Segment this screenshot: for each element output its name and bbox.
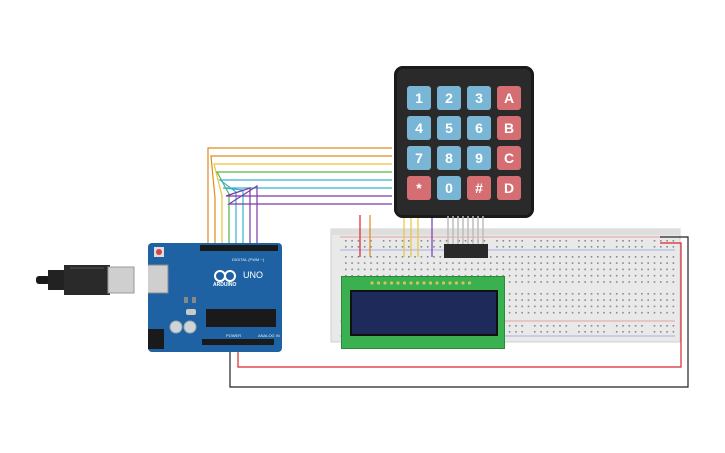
key-b[interactable]: B bbox=[497, 116, 521, 140]
key-star[interactable]: * bbox=[407, 176, 431, 200]
analog-label: ANALOG IN bbox=[258, 333, 280, 338]
key-hash[interactable]: # bbox=[467, 176, 491, 200]
key-1[interactable]: 1 bbox=[407, 86, 431, 110]
usb-cable bbox=[36, 265, 135, 295]
keypad-wire bbox=[218, 179, 392, 248]
keypad-wires bbox=[207, 147, 433, 257]
key-9[interactable]: 9 bbox=[467, 146, 491, 170]
keypad-wire bbox=[222, 187, 392, 248]
digital-pins-label: DIGITAL (PWM ~) bbox=[232, 257, 265, 262]
arduino-brand-label: ARDUINO bbox=[213, 282, 237, 288]
arduino-details bbox=[148, 245, 278, 349]
key-5[interactable]: 5 bbox=[437, 116, 461, 140]
key-d[interactable]: D bbox=[497, 176, 521, 200]
arduino-model-label: UNO bbox=[243, 270, 263, 280]
key-6[interactable]: 6 bbox=[467, 116, 491, 140]
keypad-wire bbox=[210, 155, 392, 248]
keypad-wire bbox=[225, 187, 392, 248]
key-4[interactable]: 4 bbox=[407, 116, 431, 140]
key-c[interactable]: C bbox=[497, 146, 521, 170]
power-wires bbox=[229, 236, 689, 388]
lcd-pins bbox=[370, 281, 472, 285]
power-label: POWER bbox=[226, 333, 242, 338]
keypad-wire bbox=[213, 163, 392, 248]
key-a[interactable]: A bbox=[497, 86, 521, 110]
key-8[interactable]: 8 bbox=[437, 146, 461, 170]
lcd-screen bbox=[350, 290, 498, 336]
keypad-wire bbox=[207, 147, 392, 248]
key-7[interactable]: 7 bbox=[407, 146, 431, 170]
keypad-wire bbox=[215, 171, 392, 248]
key-3[interactable]: 3 bbox=[467, 86, 491, 110]
keypad-wire bbox=[226, 184, 392, 248]
arduino-uno-board[interactable] bbox=[148, 243, 282, 352]
key-2[interactable]: 2 bbox=[437, 86, 461, 110]
keypad-connector bbox=[444, 216, 488, 258]
lcd-16x2-display[interactable] bbox=[341, 276, 505, 349]
key-0[interactable]: 0 bbox=[437, 176, 461, 200]
